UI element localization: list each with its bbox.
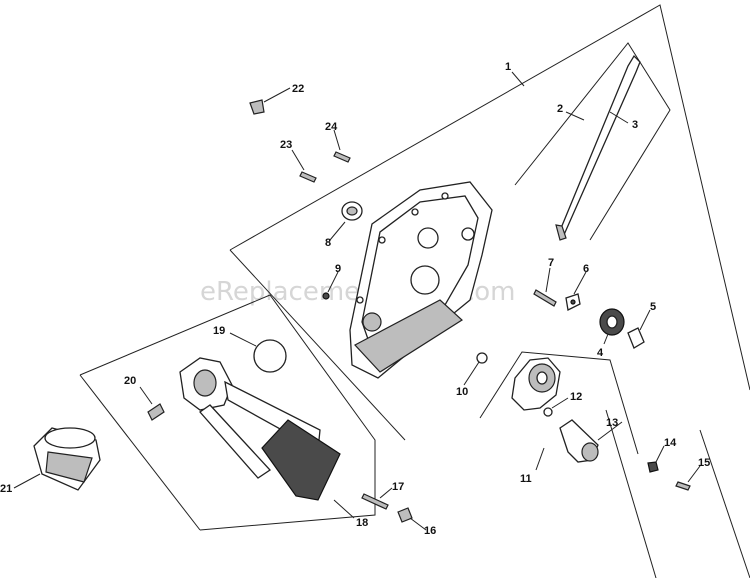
callout-3: 3 — [632, 119, 638, 131]
callout-20: 20 — [124, 375, 136, 387]
governor-gear-part — [599, 308, 625, 336]
callout-9: 9 — [335, 263, 341, 275]
o-ring-small-part — [476, 352, 488, 364]
callout-10: 10 — [456, 386, 468, 398]
callout-14: 14 — [664, 437, 677, 449]
oil-pump-part — [511, 357, 561, 411]
cross-shaft-part — [627, 327, 645, 349]
callout-13: 13 — [606, 417, 618, 429]
callout-15: 15 — [698, 457, 710, 469]
callout-4: 4 — [597, 347, 604, 359]
outline-dipstick-group — [514, 42, 671, 241]
pump-o-ring-part — [543, 407, 553, 417]
adapter-o-ring-part — [253, 339, 287, 373]
callout-18: 18 — [356, 517, 368, 529]
closure-plate-part — [349, 181, 493, 379]
callout-1: 1 — [505, 61, 511, 73]
callout-6: 6 — [583, 263, 589, 275]
callout-2: 2 — [557, 103, 563, 115]
governor-pin-part — [533, 289, 557, 307]
outline-main-cover-right — [699, 429, 750, 578]
outline-filter-adapter-left — [79, 374, 201, 531]
outline-filter-adapter-group — [79, 294, 376, 531]
oil-seal-part — [341, 201, 363, 221]
screw-17-part — [361, 493, 389, 510]
clamp-part — [397, 507, 413, 523]
plug-part — [322, 292, 330, 300]
callout-12: 12 — [570, 391, 582, 403]
callout-23: 23 — [280, 139, 292, 151]
callout-7: 7 — [548, 257, 554, 269]
callout-22: 22 — [292, 83, 304, 95]
outline-bottom-right-edge — [605, 409, 657, 578]
dipstick-part — [555, 54, 641, 241]
bolt-24-part — [333, 151, 351, 163]
oil-filter-part — [33, 427, 101, 491]
bolt-23-part — [299, 171, 317, 183]
callout-labels: 1 2 3 4 5 6 7 8 9 10 11 12 13 14 15 16 1… — [0, 61, 710, 537]
callout-19: 19 — [213, 325, 225, 337]
callout-21: 21 — [0, 483, 12, 495]
callout-17: 17 — [392, 481, 404, 493]
leader-lines — [13, 71, 701, 531]
washer-part — [565, 293, 581, 311]
callout-11: 11 — [520, 473, 532, 485]
callout-5: 5 — [650, 301, 656, 313]
pickup-screen-part — [559, 419, 599, 463]
callout-8: 8 — [325, 237, 331, 249]
nut-part — [647, 461, 659, 473]
breather-part — [249, 99, 265, 115]
outline-oil-pump-group — [479, 351, 639, 455]
callout-16: 16 — [424, 525, 436, 537]
screw-15-part — [675, 481, 691, 491]
oil-cooler-part — [179, 357, 341, 501]
outline-main-cover-lower — [229, 249, 406, 441]
callout-24: 24 — [325, 121, 338, 133]
fitting-part — [147, 403, 165, 421]
outline-main-cover — [229, 4, 750, 391]
